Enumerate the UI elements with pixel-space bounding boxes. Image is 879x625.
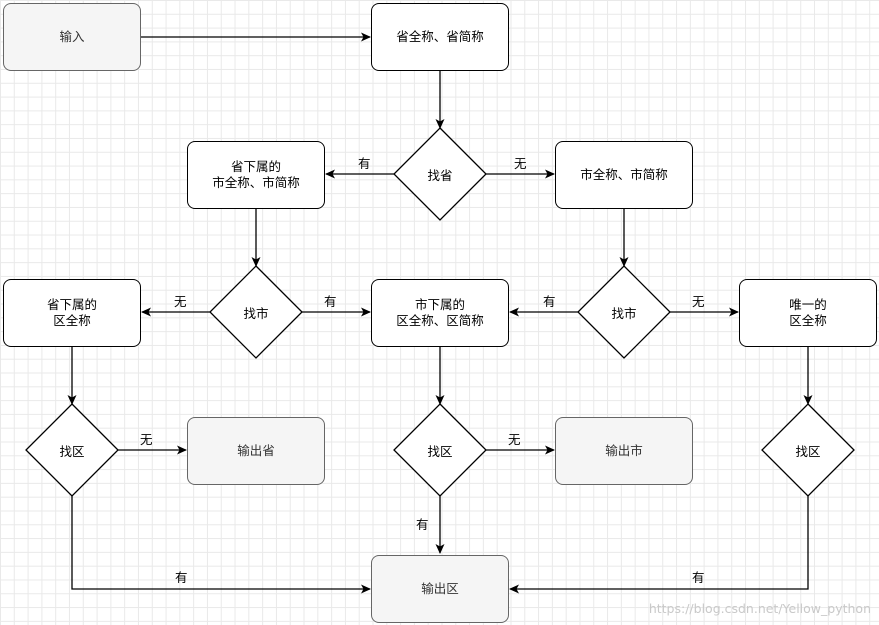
- node-city-districts: 市下属的 区全称、区简称: [371, 279, 509, 347]
- decision-find-province: [393, 127, 487, 221]
- node-output-city: 输出市: [555, 417, 693, 485]
- edge-label-province-none: 无: [514, 156, 527, 171]
- edge-label-district1-none: 无: [140, 432, 153, 447]
- decision-find-city-2: [577, 265, 671, 359]
- decision-find-district-2: [393, 403, 487, 497]
- edge-label-city2-have: 有: [543, 294, 556, 309]
- edge-find-district1-to-output-district: [71, 496, 371, 594]
- label-find-province: 找省: [427, 167, 453, 183]
- node-output-province: 输出省: [187, 417, 325, 485]
- node-city-names: 市全称、市简称: [555, 141, 693, 209]
- decision-find-city-1: [209, 265, 303, 359]
- edge-label-city2-none: 无: [692, 294, 705, 309]
- node-unique-district: 唯一的 区全称: [739, 279, 877, 347]
- edge-label-city1-have: 有: [324, 294, 337, 309]
- node-province-districts: 省下属的 区全称: [3, 279, 141, 347]
- edge-find-district3-to-output-district: [509, 496, 809, 594]
- node-province-names: 省全称、省简称: [371, 3, 509, 71]
- edge-label-district2-none: 无: [508, 432, 521, 447]
- edge-label-city1-none: 无: [174, 294, 187, 309]
- watermark: https://blog.csdn.net/Yellow_python: [648, 601, 871, 616]
- label-find-city-2: 找市: [611, 305, 637, 321]
- label-find-city-1: 找市: [243, 305, 269, 321]
- label-find-district-3: 找区: [795, 443, 821, 459]
- edge-label-district1-have: 有: [175, 570, 188, 585]
- edge-label-province-have: 有: [358, 156, 371, 171]
- node-output-district: 输出区: [371, 555, 509, 623]
- edge-label-district2-have: 有: [416, 517, 429, 532]
- edge-label-district3-have: 有: [692, 570, 705, 585]
- node-input: 输入: [3, 3, 141, 71]
- label-find-district-2: 找区: [427, 443, 453, 459]
- label-find-district-1: 找区: [59, 443, 85, 459]
- decision-find-district-1: [25, 403, 119, 497]
- node-province-cities: 省下属的 市全称、市简称: [187, 141, 325, 209]
- decision-find-district-3: [761, 403, 855, 497]
